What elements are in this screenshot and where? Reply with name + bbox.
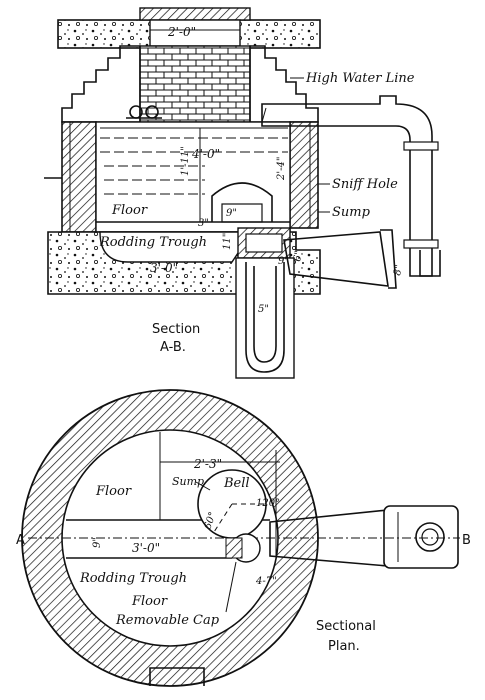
plan-dim-angle-120: 120° (256, 498, 280, 509)
dim-trap-6: 6" (292, 250, 305, 263)
bell-cap (211, 182, 273, 222)
plan-title-line1: Sectional (316, 619, 376, 634)
outlet-pipe: 6" 9" 8" (278, 229, 405, 289)
label-rodding-trough: Rodding Trough (99, 235, 207, 250)
plan-dim-offset: 4-7" (255, 576, 277, 587)
plan-dim-length: 3'-0" (132, 541, 160, 555)
float-fitting (126, 105, 162, 119)
plan-label-bell: Bell (223, 476, 250, 491)
dim-width-top: 4'-0" (191, 147, 220, 161)
plan-label-floor-top: Floor (95, 484, 132, 499)
dim-outlet-8: 8" (392, 264, 405, 277)
label-sump: Sump (332, 205, 371, 220)
plan-label-a: A (16, 533, 25, 548)
cover-frame (139, 7, 251, 21)
dim-depth-right: 2'-4" (276, 157, 287, 181)
section-title-line2: A-B. (160, 340, 186, 355)
removable-cap (149, 667, 205, 686)
plan-label-floor-bottom: Floor (131, 594, 168, 609)
plan-outlet-pipe (269, 505, 459, 569)
section-view: 2'-0" 4'-0" (44, 7, 441, 379)
left-wall (61, 121, 97, 233)
vent-pipe (261, 95, 441, 277)
label-high-water-line: High Water Line (305, 71, 415, 86)
corbelled-brickwork (61, 45, 319, 123)
dim-sump-3: 3" (198, 218, 209, 229)
dim-sump-11: 11" (222, 233, 233, 250)
dim-trap-9: 9" (278, 256, 289, 267)
plan-view: Floor Sump Bell Rodding Trough Floor Rem… (16, 389, 471, 687)
plan-label-rodding-trough: Rodding Trough (79, 571, 187, 586)
dim-riser-5: 5" (258, 304, 269, 315)
label-floor: Floor (111, 203, 148, 218)
section-title-line1: Section (152, 322, 200, 337)
right-wall (289, 121, 319, 229)
plan-dim-channel: 9" (92, 537, 103, 548)
plan-label-removable-cap: Removable Cap (115, 613, 220, 628)
dim-depth-left: 1'-11" (180, 146, 191, 176)
plan-label-sump: Sump (172, 475, 204, 488)
plan-title-line2: Plan. (328, 639, 360, 654)
dim-sump-width: 9" (226, 208, 237, 219)
plan-dim-width: 2'-3" (193, 457, 222, 471)
water-lines (100, 137, 288, 195)
dim-width-bottom: 3'-0" (150, 261, 178, 275)
label-sniff-hole: Sniff Hole (332, 177, 398, 192)
dim-top-opening: 2'-0" (167, 25, 196, 39)
trap-riser: 5" (235, 257, 295, 379)
plan-label-b: B (462, 533, 471, 548)
